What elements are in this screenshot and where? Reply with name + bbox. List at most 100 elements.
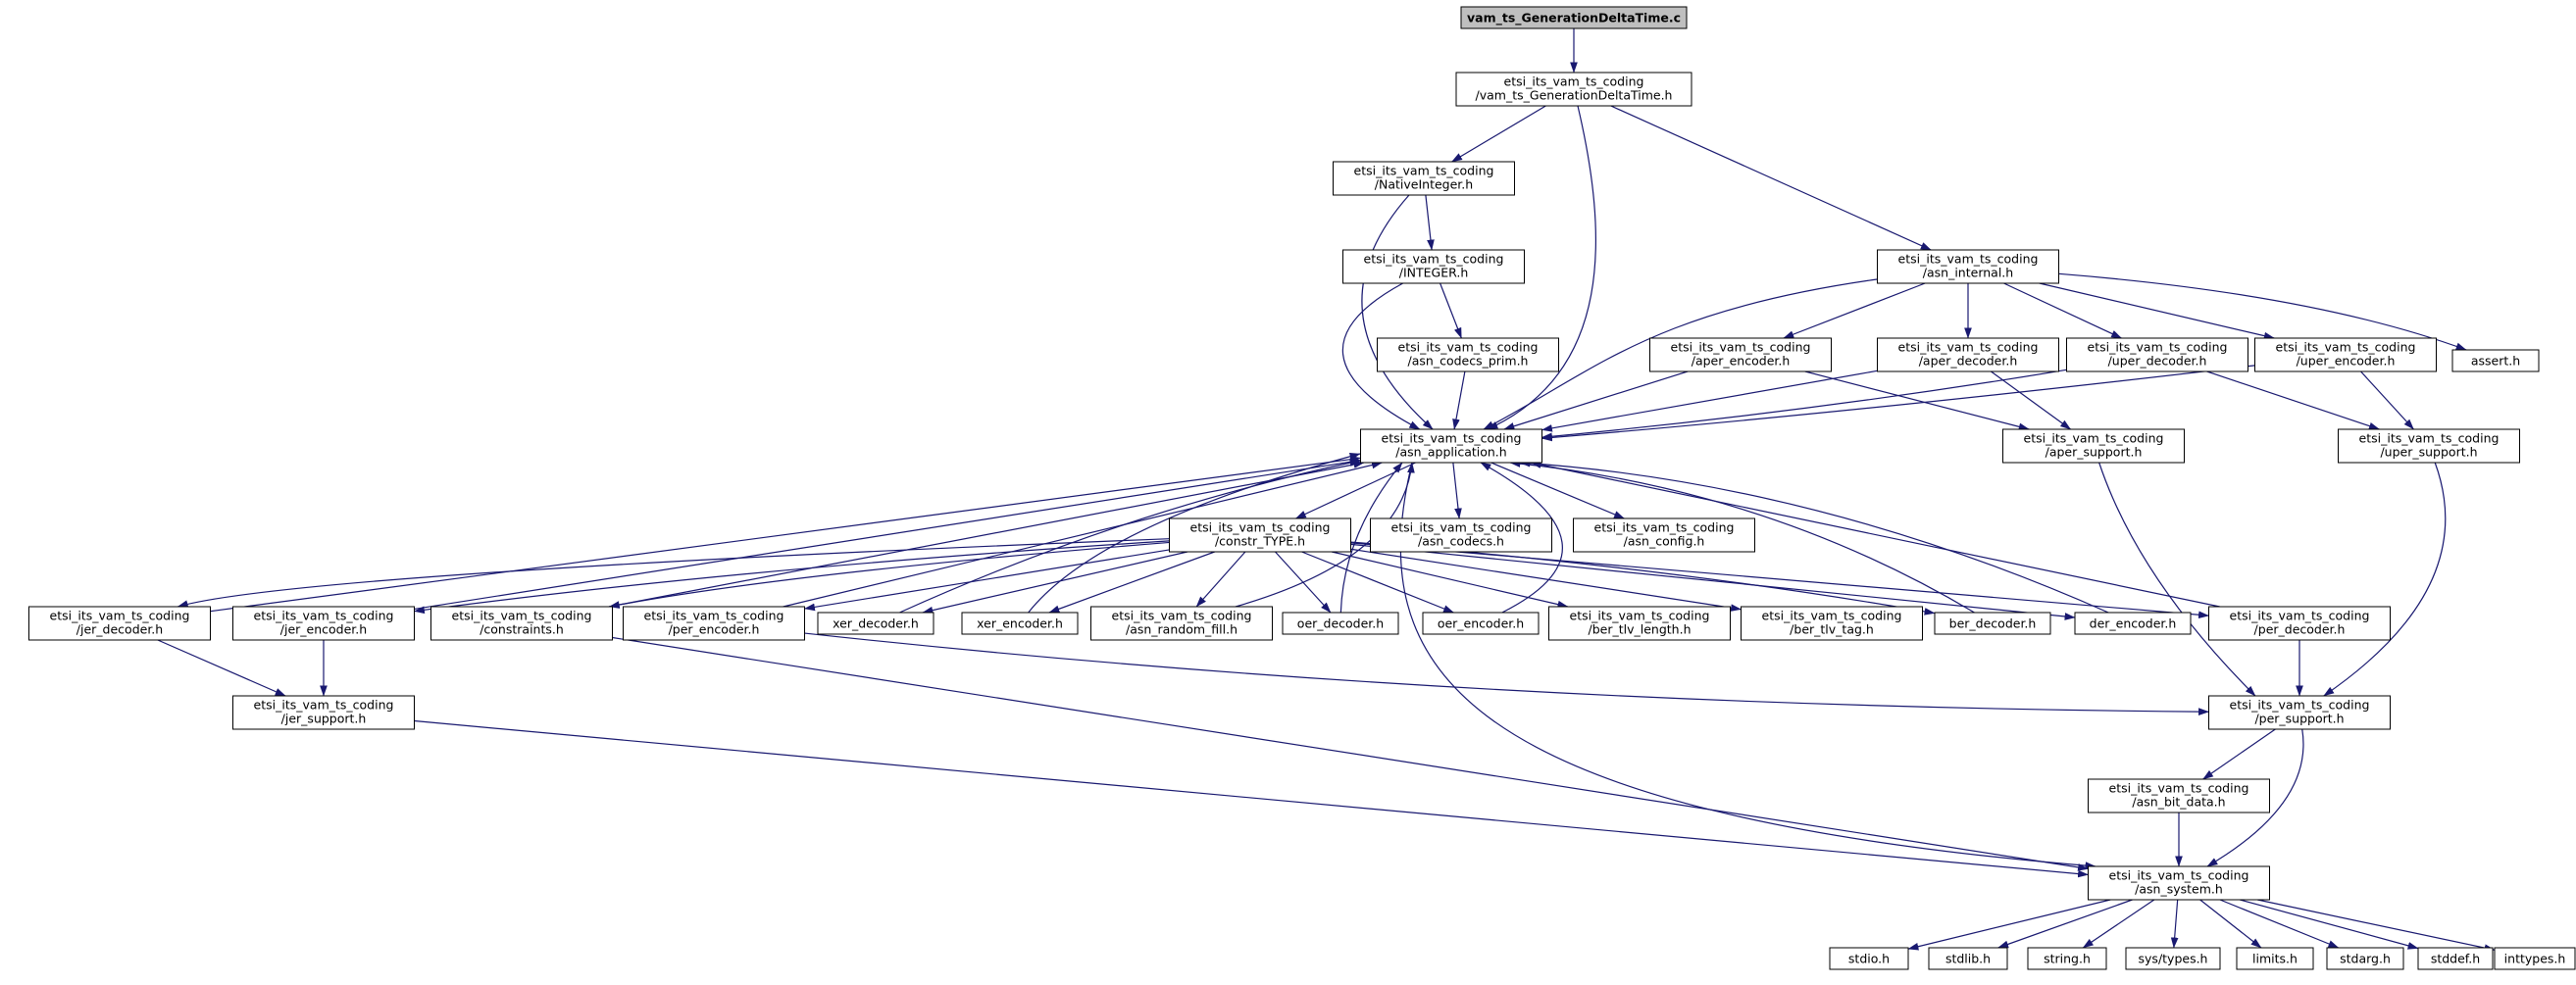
- header-node-box-assert[interactable]: [2451, 349, 2540, 372]
- header-node-box-per_sup[interactable]: [2208, 695, 2391, 730]
- header-node-box-system[interactable]: [2088, 865, 2270, 901]
- header-node-box-inttypes[interactable]: [2494, 947, 2576, 970]
- header-node-box-stdio[interactable]: [1829, 947, 1909, 970]
- header-node-stdlib[interactable]: stdlib.h: [1928, 947, 2008, 970]
- header-node-box-per_enc[interactable]: [623, 606, 805, 641]
- header-node-jer_dec[interactable]: etsi_its_vam_ts_coding/jer_decoder.h: [28, 606, 211, 641]
- header-node-constraints[interactable]: etsi_its_vam_ts_coding/constraints.h: [430, 606, 613, 641]
- header-node-box-uper_dec[interactable]: [2066, 337, 2248, 372]
- header-node-ber_dec[interactable]: ber_decoder.h: [1934, 612, 2051, 635]
- header-node-app[interactable]: etsi_its_vam_ts_coding/asn_application.h: [1360, 428, 1542, 464]
- header-node-box-oer_dec[interactable]: [1282, 612, 1399, 635]
- header-node-box-internal[interactable]: [1877, 249, 2059, 284]
- header-node-box-codecs[interactable]: [1370, 517, 1552, 553]
- header-node-box-xer_dec[interactable]: [817, 612, 934, 635]
- header-node-aper_enc[interactable]: etsi_its_vam_ts_coding/aper_encoder.h: [1649, 337, 1832, 372]
- header-node-box-stddef[interactable]: [2417, 947, 2494, 970]
- header-node-per_enc[interactable]: etsi_its_vam_ts_coding/per_encoder.h: [623, 606, 805, 641]
- header-node-limits[interactable]: limits.h: [2236, 947, 2314, 970]
- header-node-box-xer_enc[interactable]: [961, 612, 1079, 635]
- header-node-box-systypes[interactable]: [2125, 947, 2221, 970]
- header-node-box-native[interactable]: [1333, 161, 1515, 196]
- header-node-jer_enc[interactable]: etsi_its_vam_ts_coding/jer_encoder.h: [232, 606, 415, 641]
- header-node-box-uper_sup[interactable]: [2338, 428, 2520, 464]
- header-node-box-aper_dec[interactable]: [1877, 337, 2059, 372]
- header-node-tlv_tag[interactable]: etsi_its_vam_ts_coding/ber_tlv_tag.h: [1741, 606, 1923, 641]
- header-node-native[interactable]: etsi_its_vam_ts_coding/NativeInteger.h: [1333, 161, 1515, 196]
- header-node-aper_sup[interactable]: etsi_its_vam_ts_coding/aper_support.h: [2002, 428, 2185, 464]
- header-node-box-oer_enc[interactable]: [1422, 612, 1540, 635]
- header-node-stdio[interactable]: stdio.h: [1829, 947, 1909, 970]
- include-edge-aper_enc-aper_sup: [1804, 370, 2030, 431]
- header-node-systypes[interactable]: sys/types.h: [2125, 947, 2221, 970]
- header-node-per_dec[interactable]: etsi_its_vam_ts_coding/per_decoder.h: [2208, 606, 2391, 641]
- header-node-box-config[interactable]: [1573, 517, 1755, 553]
- header-node-system[interactable]: etsi_its_vam_ts_coding/asn_system.h: [2088, 865, 2270, 901]
- header-node-stddef[interactable]: stddef.h: [2417, 947, 2494, 970]
- header-node-stdarg[interactable]: stdarg.h: [2326, 947, 2404, 970]
- header-node-box-tlv_len[interactable]: [1548, 606, 1731, 641]
- header-node-box-jer_sup[interactable]: [232, 695, 415, 730]
- header-node-integer[interactable]: etsi_its_vam_ts_coding/INTEGER.h: [1342, 249, 1525, 284]
- header-node-box-constr[interactable]: [1169, 517, 1351, 553]
- header-node-inttypes[interactable]: inttypes.h: [2494, 947, 2576, 970]
- header-node-rand[interactable]: etsi_its_vam_ts_coding/asn_random_fill.h: [1090, 606, 1273, 641]
- header-node-uper_enc[interactable]: etsi_its_vam_ts_coding/uper_encoder.h: [2254, 337, 2437, 372]
- header-node-box-rand[interactable]: [1090, 606, 1273, 641]
- include-edge-constr-oer_enc: [1301, 551, 1455, 614]
- header-node-assert[interactable]: assert.h: [2451, 349, 2540, 372]
- include-edge-system-stdlib: [1997, 899, 2133, 949]
- header-node-xer_enc[interactable]: xer_encoder.h: [961, 612, 1079, 635]
- header-node-box-app[interactable]: [1360, 428, 1542, 464]
- header-node-box-der_enc[interactable]: [2074, 612, 2192, 635]
- header-node-tlv_len[interactable]: etsi_its_vam_ts_coding/ber_tlv_length.h: [1548, 606, 1731, 641]
- header-node-der_enc[interactable]: der_encoder.h: [2074, 612, 2192, 635]
- include-edge-per_enc-per_sup: [804, 632, 2210, 715]
- header-node-box-bit_data[interactable]: [2088, 778, 2270, 813]
- include-edge-uper_enc-app: [1541, 365, 2255, 442]
- header-node-box-tlv_tag[interactable]: [1741, 606, 1923, 641]
- header-node-label-stdarg: stdarg.h: [2340, 952, 2391, 966]
- include-edge-system-stdio: [1907, 899, 2111, 951]
- header-node-string[interactable]: string.h: [2027, 947, 2107, 970]
- header-node-box-limits[interactable]: [2236, 947, 2314, 970]
- header-node-box-integer[interactable]: [1342, 249, 1525, 284]
- include-edge-app-config: [1490, 462, 1625, 519]
- header-node-oer_enc[interactable]: oer_encoder.h: [1422, 612, 1540, 635]
- header-node-box-ber_dec[interactable]: [1934, 612, 2051, 635]
- header-node-box-uper_enc[interactable]: [2254, 337, 2437, 372]
- header-node-uper_dec[interactable]: etsi_its_vam_ts_coding/uper_decoder.h: [2066, 337, 2248, 372]
- header-node-per_sup[interactable]: etsi_its_vam_ts_coding/per_support.h: [2208, 695, 2391, 730]
- header-node-jer_sup[interactable]: etsi_its_vam_ts_coding/jer_support.h: [232, 695, 415, 730]
- include-edge-constr-xer_enc: [1048, 551, 1215, 614]
- header-node-box-codecs_prim[interactable]: [1377, 337, 1559, 372]
- include-edge-aper_dec-app: [1541, 369, 1878, 432]
- header-node-oer_dec[interactable]: oer_decoder.h: [1282, 612, 1399, 635]
- header-node-internal[interactable]: etsi_its_vam_ts_coding/asn_internal.h: [1877, 249, 2059, 284]
- header-node-box-per_dec[interactable]: [2208, 606, 2391, 641]
- header-node-box-stdarg[interactable]: [2326, 947, 2404, 970]
- header-node-bit_data[interactable]: etsi_its_vam_ts_coding/asn_bit_data.h: [2088, 778, 2270, 813]
- header-node-uper_sup[interactable]: etsi_its_vam_ts_coding/uper_support.h: [2338, 428, 2520, 464]
- header-node-constr[interactable]: etsi_its_vam_ts_coding/constr_TYPE.h: [1169, 517, 1351, 553]
- header-node-label-stdio: stdio.h: [1848, 952, 1890, 966]
- header-node-box-vam_h[interactable]: [1455, 72, 1692, 107]
- header-node-aper_dec[interactable]: etsi_its_vam_ts_coding/aper_decoder.h: [1877, 337, 2059, 372]
- header-node-config[interactable]: etsi_its_vam_ts_coding/asn_config.h: [1573, 517, 1755, 553]
- header-node-box-aper_enc[interactable]: [1649, 337, 1832, 372]
- header-node-codecs[interactable]: etsi_its_vam_ts_coding/asn_codecs.h: [1370, 517, 1552, 553]
- header-node-codecs_prim[interactable]: etsi_its_vam_ts_coding/asn_codecs_prim.h: [1377, 337, 1559, 372]
- header-node-box-aper_sup[interactable]: [2002, 428, 2185, 464]
- header-node-box-constraints[interactable]: [430, 606, 613, 641]
- header-node-box-jer_dec[interactable]: [28, 606, 211, 641]
- include-edge-constr-jer_dec: [177, 538, 1170, 608]
- header-node-xer_dec[interactable]: xer_decoder.h: [817, 612, 934, 635]
- header-node-vam_h[interactable]: etsi_its_vam_ts_coding/vam_ts_Generation…: [1455, 72, 1692, 107]
- header-node-box-jer_enc[interactable]: [232, 606, 415, 641]
- header-node-label-system: etsi_its_vam_ts_coding/asn_system.h: [2109, 868, 2249, 897]
- header-node-box-stdlib[interactable]: [1928, 947, 2008, 970]
- header-node-label-integer: etsi_its_vam_ts_coding/INTEGER.h: [1364, 252, 1504, 280]
- include-edge-constr-constraints: [608, 541, 1170, 609]
- header-node-box-string[interactable]: [2027, 947, 2107, 970]
- include-edge-internal-uper_dec: [2003, 282, 2123, 339]
